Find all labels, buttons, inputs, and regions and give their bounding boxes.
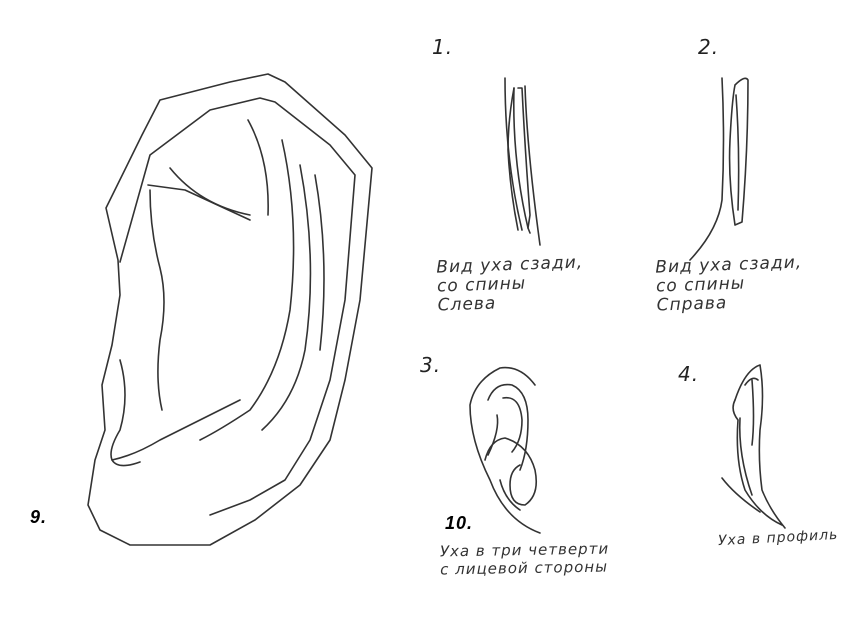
figure-number-1: 1. (432, 35, 454, 59)
figure-number-3: 3. (420, 353, 442, 377)
large-ear-drawing (87, 73, 373, 546)
ear-profile-drawing (721, 364, 786, 529)
figure-number-2: 2. (698, 35, 720, 59)
ear-back-right-drawing (689, 77, 749, 261)
caption-back-right: Вид уха сзади, со спины Справа (655, 252, 803, 316)
caption-back-left: Вид уха сзади, со спины Слева (436, 252, 584, 316)
figure-number-4: 4. (678, 362, 700, 386)
figure-number-9: 9. (30, 507, 48, 527)
ear-three-quarter-drawing (469, 366, 541, 534)
figure-number-10: 10. (445, 513, 474, 533)
caption-three-quarter: Уха в три четверти с лицевой стороны (439, 539, 610, 579)
ear-back-left-drawing (504, 77, 541, 246)
